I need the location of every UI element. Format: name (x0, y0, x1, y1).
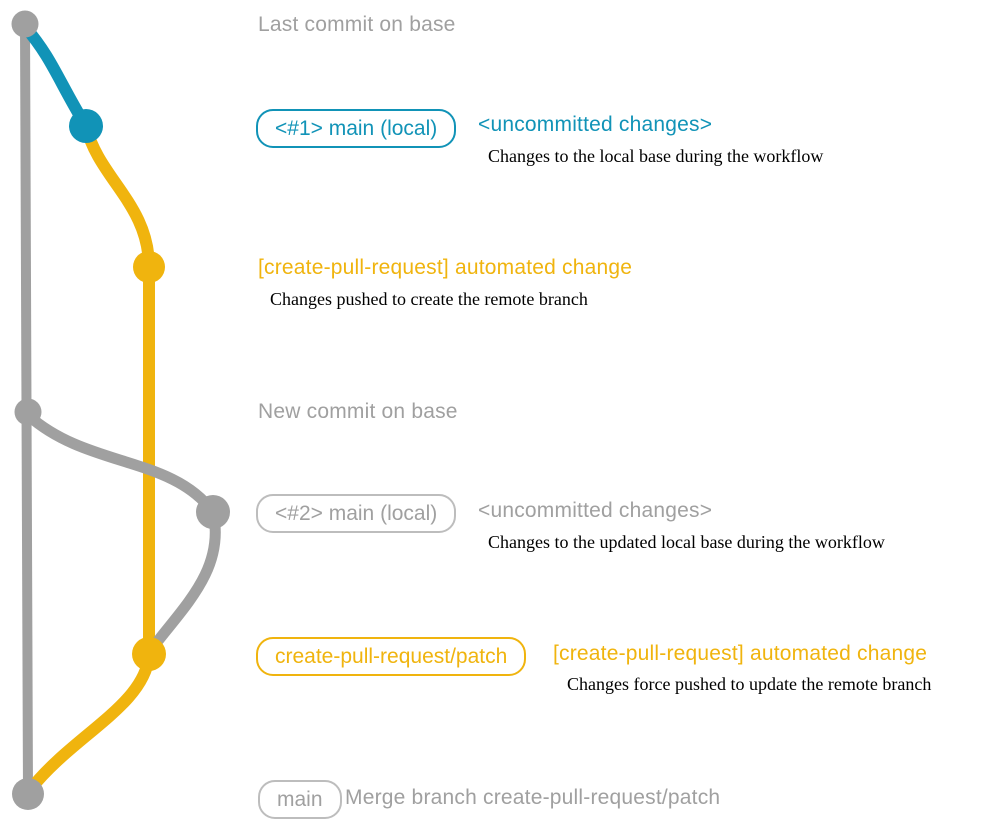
commit-node-automated-change-2 (132, 637, 166, 671)
automated-change-2-heading: [create-pull-request] automated change (553, 642, 928, 665)
uncommitted-changes-2-heading: <uncommitted changes> (478, 499, 713, 522)
last-commit-on-base-label: Last commit on base (258, 13, 456, 36)
create-pull-request-patch-badge-text: create-pull-request/patch (256, 637, 527, 676)
merge-branch-label: Merge branch create-pull-request/patch (345, 786, 721, 809)
merge-back-curve (24, 650, 155, 796)
commit-node-local-main-1 (69, 109, 103, 143)
automated-change-2-note: Changes force pushed to update the remot… (567, 674, 932, 694)
main-local-2-badge-text: <#2> main (local) (256, 494, 457, 533)
updated-base-rebase-curve (23, 410, 221, 656)
uncommitted-changes-2-note: Changes to the updated local base during… (488, 532, 885, 552)
git-graph (11, 10, 230, 810)
main-badge-text: main (258, 780, 342, 819)
uncommitted-changes-1-note: Changes to the local base during the wor… (488, 146, 824, 166)
pull-request-branch-line (80, 120, 155, 658)
main-local-1-badge: <#1> main (local) (256, 109, 457, 148)
commit-node-local-main-2 (196, 495, 230, 529)
commit-node-automated-change-1 (133, 251, 165, 283)
main-local-2-badge: <#2> main (local) (256, 494, 457, 533)
uncommitted-changes-1-heading: <uncommitted changes> (478, 113, 713, 136)
automated-change-1-note: Changes pushed to create the remote bran… (270, 289, 588, 309)
main-local-1-badge-text: <#1> main (local) (256, 109, 457, 148)
main-badge: main (258, 780, 342, 819)
commit-node-last-base (11, 10, 39, 38)
new-commit-on-base-label: New commit on base (258, 400, 458, 423)
local-main-branch-curve (20, 22, 92, 132)
commit-node-new-base (14, 398, 42, 426)
automated-change-1-heading: [create-pull-request] automated change (258, 256, 633, 279)
create-pull-request-patch-badge: create-pull-request/patch (256, 637, 527, 676)
commit-node-merge (12, 778, 44, 810)
